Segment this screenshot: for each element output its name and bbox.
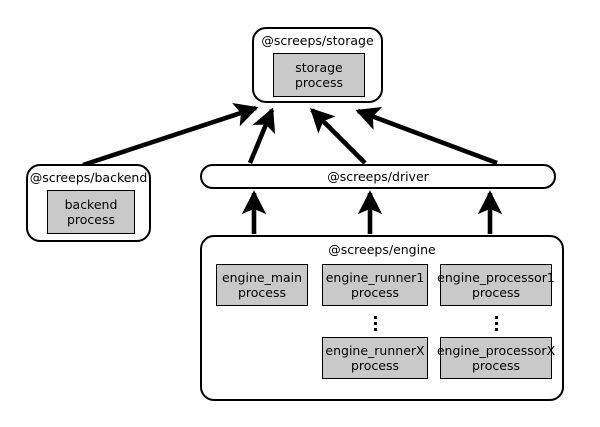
process-backend-kind: process (66, 212, 116, 227)
process-engine-processorx[interactable]: engine_processorX process (436, 337, 556, 379)
process-engine-processor1[interactable]: engine_processor1 process (437, 264, 555, 306)
arrow-driver-to-storage-left (247, 107, 276, 164)
process-backend-name: backend (64, 197, 118, 212)
process-engine-processor1-kind: process (471, 285, 521, 300)
process-engine-processorx-kind: process (471, 358, 521, 373)
process-storage-kind: process (294, 75, 344, 90)
process-backend[interactable]: backend process (47, 190, 135, 234)
package-driver[interactable]: @screeps/driver (200, 164, 556, 189)
process-engine-main-name: engine_main (221, 270, 303, 285)
process-engine-processor1-name: engine_processor1 (437, 270, 555, 285)
process-storage[interactable]: storage process (273, 53, 365, 97)
package-driver-label: @screeps/driver (327, 168, 429, 184)
package-storage[interactable]: @screeps/storage storage process (252, 27, 383, 103)
package-backend[interactable]: @screeps/backend backend process (26, 164, 151, 242)
process-engine-runnerx-kind: process (350, 358, 400, 373)
process-engine-runner1-kind: process (350, 285, 400, 300)
process-engine-main-kind: process (237, 285, 287, 300)
process-storage-name: storage (295, 60, 343, 75)
process-engine-processorx-name: engine_processorX (436, 343, 556, 358)
package-backend-label: @screeps/backend (29, 170, 148, 185)
vertical-ellipsis-icon-runner (365, 313, 385, 334)
package-engine[interactable]: @screeps/engine engine_main process engi… (200, 235, 564, 401)
process-engine-runner1[interactable]: engine_runner1 process (322, 264, 428, 306)
process-engine-main[interactable]: engine_main process (216, 264, 308, 306)
package-storage-label: @screeps/storage (261, 33, 374, 48)
vertical-ellipsis-icon-processor (486, 313, 506, 334)
arrow-backend-to-storage (82, 103, 259, 168)
arrow-driver-to-storage-middle (310, 108, 367, 165)
arrow-driver-to-storage-right (355, 106, 498, 166)
process-engine-runner1-name: engine_runner1 (325, 270, 425, 285)
package-engine-label: @screeps/engine (328, 242, 436, 257)
process-engine-runnerx-name: engine_runnerX (325, 343, 425, 358)
process-engine-runnerx[interactable]: engine_runnerX process (322, 337, 428, 379)
